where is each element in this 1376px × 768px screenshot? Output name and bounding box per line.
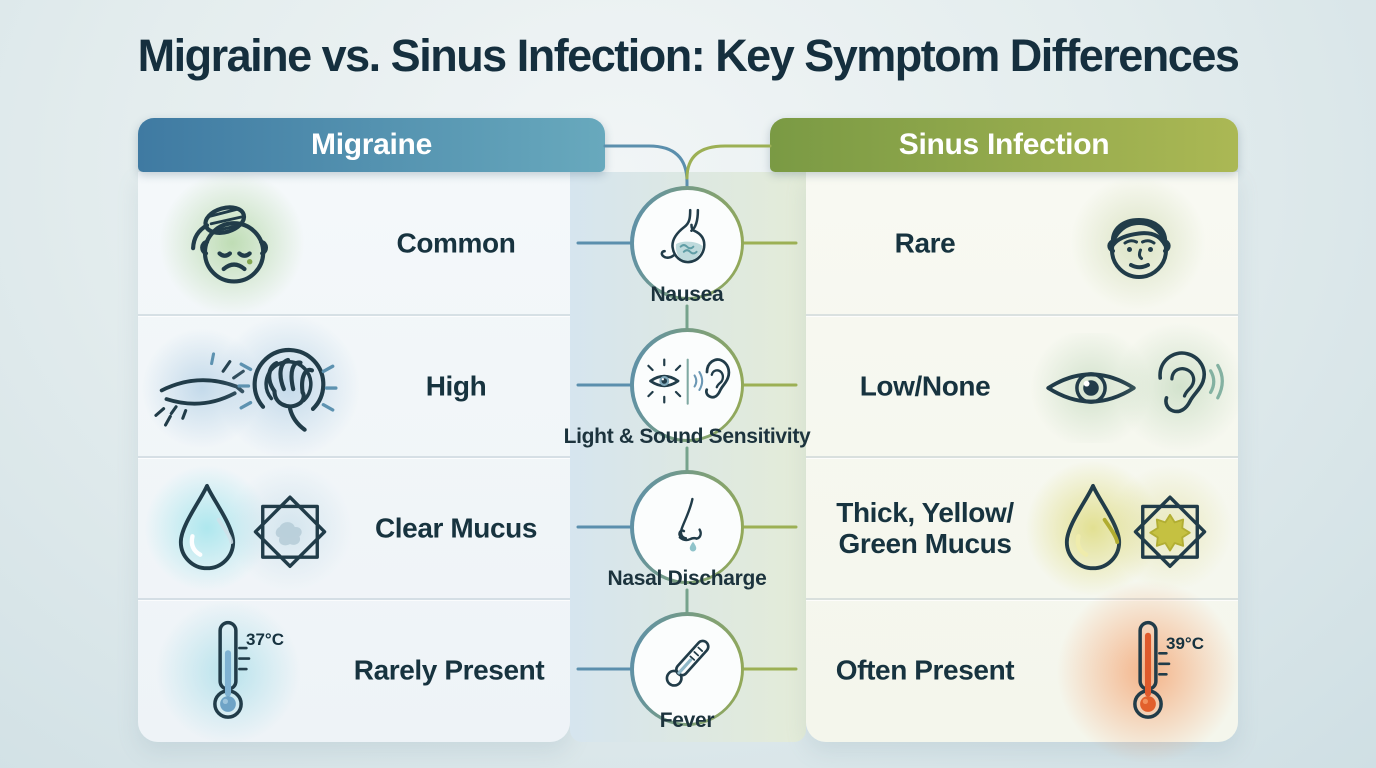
migraine-nausea-value: Common bbox=[396, 227, 516, 259]
row-divider bbox=[138, 598, 570, 600]
clear-tissue-icon bbox=[225, 463, 355, 593]
migraine-light-sound-value: High bbox=[425, 370, 487, 402]
sinus-temp-label: 39°C bbox=[1166, 634, 1204, 653]
sinus-nasal-value: Thick, Yellow/ Green Mucus bbox=[836, 497, 1014, 559]
hand-over-ear-icon bbox=[213, 311, 363, 461]
low-thermometer-icon bbox=[153, 597, 303, 747]
row-divider bbox=[806, 456, 1238, 458]
nauseated-face-icon bbox=[157, 168, 307, 318]
symptom-label-nausea: Nausea bbox=[650, 283, 724, 306]
high-thermometer-icon bbox=[1053, 577, 1243, 767]
migraine-header-label: Migraine bbox=[311, 128, 432, 161]
clear-droplet-icon bbox=[142, 463, 272, 593]
thermometer-icon bbox=[654, 631, 720, 697]
migraine-nasal-value: Clear Mucus bbox=[374, 512, 538, 544]
sinus-light-sound-value: Low/None bbox=[859, 370, 991, 402]
symptom-label-light-sound: Light & Sound Sensitivity bbox=[563, 425, 811, 448]
sinus-column-header: Sinus Infection bbox=[770, 118, 1238, 172]
page-title: Migraine vs. Sinus Infection: Key Sympto… bbox=[137, 30, 1240, 81]
stomach-icon bbox=[655, 207, 719, 271]
symptom-circle-fever bbox=[630, 612, 744, 726]
ear-sound-icon bbox=[1110, 322, 1250, 452]
sinus-fever-value: Often Present bbox=[835, 654, 1015, 686]
migraine-fever-value: Rarely Present bbox=[353, 654, 545, 686]
stained-tissue-icon bbox=[1105, 463, 1235, 593]
row-divider bbox=[806, 598, 1238, 600]
symptom-label-fever: Fever bbox=[659, 709, 715, 732]
sinus-header-label: Sinus Infection bbox=[898, 128, 1110, 161]
row-divider bbox=[806, 314, 1238, 316]
calm-face-icon bbox=[1068, 173, 1208, 313]
migraine-temp-label: 37°C bbox=[246, 630, 284, 649]
nose-drip-icon bbox=[657, 493, 717, 553]
sinus-nausea-value: Rare bbox=[894, 227, 956, 259]
migraine-column-header: Migraine bbox=[138, 118, 605, 172]
eye-and-ear-icon bbox=[642, 350, 732, 412]
symptom-label-nasal: Nasal Discharge bbox=[607, 567, 767, 590]
